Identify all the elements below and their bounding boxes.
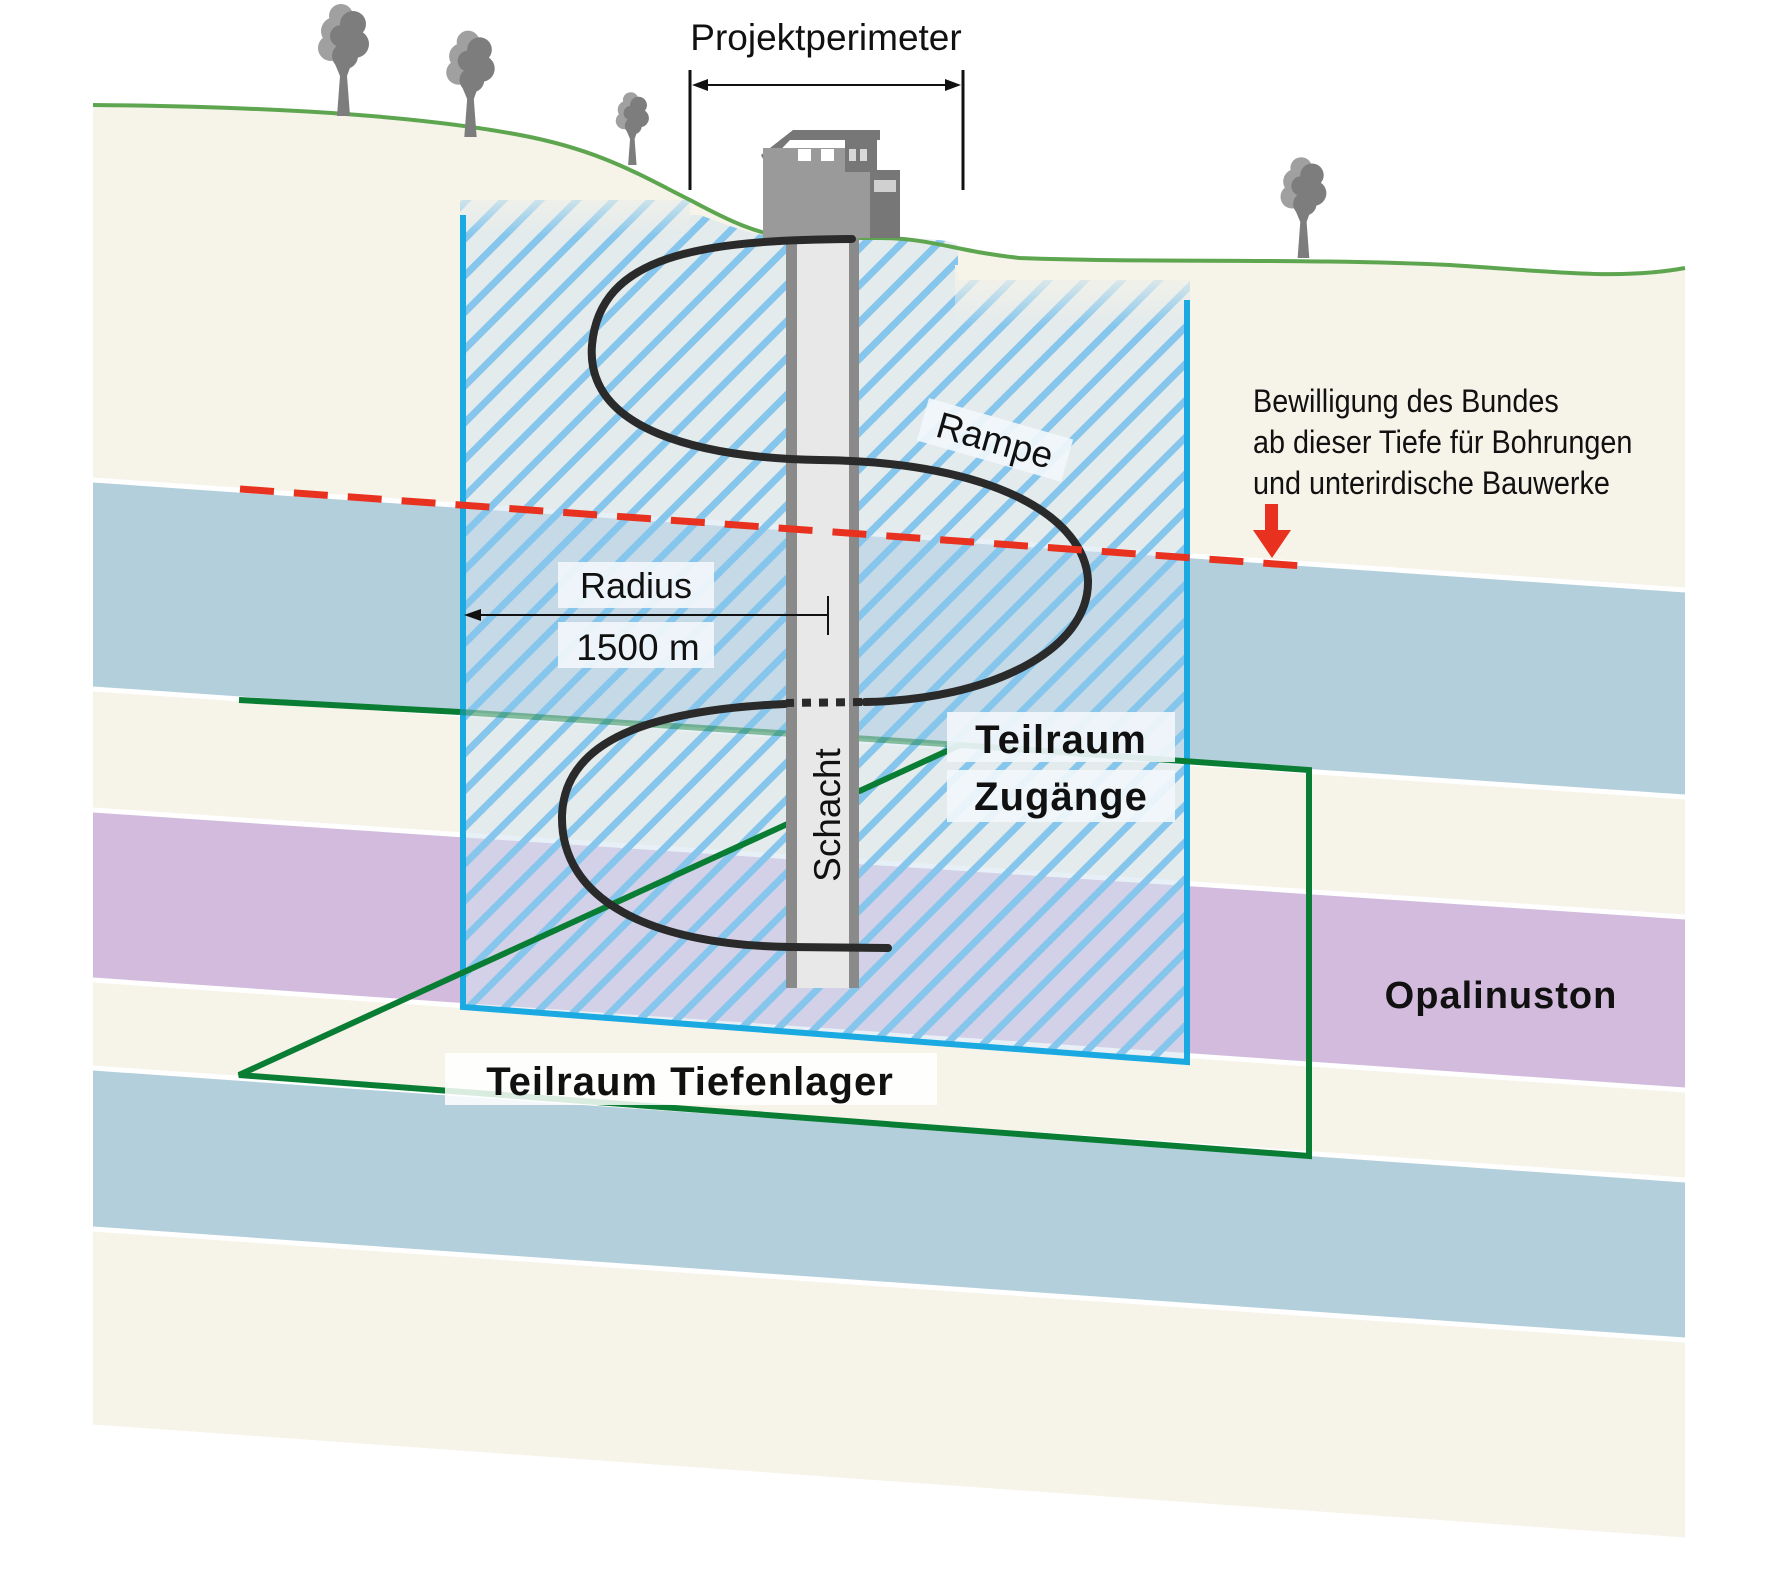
beige-layer-4 xyxy=(93,1229,1685,1540)
tree-icon xyxy=(318,4,369,116)
repository-zone-border-inside xyxy=(459,709,961,748)
federal-permit-note-line3: und unterirdische Bauwerke xyxy=(1253,466,1610,502)
shaft xyxy=(786,238,859,988)
repository-zone-border xyxy=(237,697,1312,1160)
arrow-down-icon xyxy=(1253,504,1291,558)
tree-icon xyxy=(615,92,649,165)
stratum-boundary xyxy=(93,1424,1685,1543)
federal-permit-note-line2: ab dieser Tiefe für Bohrungen xyxy=(1253,425,1632,461)
radius-arrow xyxy=(464,596,829,635)
lower-blue-layer xyxy=(93,1068,1685,1340)
building-icon xyxy=(761,130,900,238)
repository-subspace-label: Teilraum Tiefenlager xyxy=(486,1060,894,1104)
access-zone-border xyxy=(460,215,1190,1066)
tree-icon xyxy=(1280,157,1327,258)
ground-surface-line xyxy=(92,103,1686,277)
project-perimeter-label: Projektperimeter xyxy=(690,17,961,58)
access-subspace-label-line1: Teilraum xyxy=(975,718,1147,762)
radius-value: 1500 m xyxy=(576,627,699,668)
project-perimeter-bracket xyxy=(688,70,965,190)
tree-icon xyxy=(446,30,495,137)
stratum-boundary xyxy=(93,1226,1685,1343)
radius-label: Radius xyxy=(580,565,692,606)
access-subspace-label-line2: Zugänge xyxy=(974,775,1148,819)
opalinuston-label: Opalinuston xyxy=(1385,975,1618,1017)
federal-permit-depth-line xyxy=(239,485,1318,571)
shaft-label: Schacht xyxy=(807,747,848,881)
ramp xyxy=(557,235,1093,952)
federal-permit-note-line1: Bewilligung des Bundes xyxy=(1253,384,1559,420)
